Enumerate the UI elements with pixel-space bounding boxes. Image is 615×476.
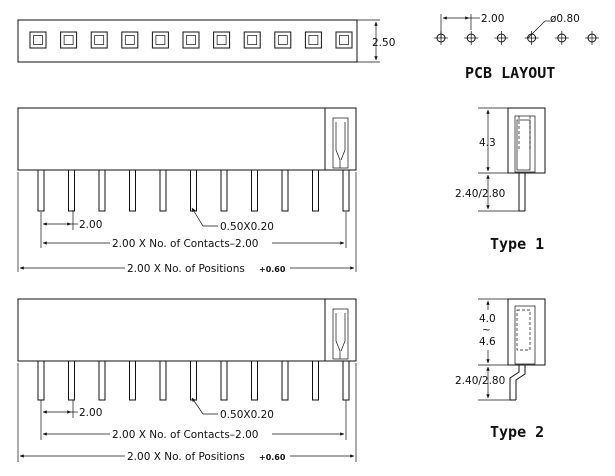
pin <box>159 170 167 212</box>
contact-opening <box>182 31 200 49</box>
pcb-holes <box>434 31 599 45</box>
pin <box>342 361 350 401</box>
contact-opening <box>29 31 47 49</box>
contact-openings <box>29 31 353 49</box>
pin <box>220 170 228 212</box>
type2-positions-dim: 2.00 X No. of Positions <box>127 451 245 463</box>
type1-positions-dim: 2.00 X No. of Positions <box>127 263 245 275</box>
pin <box>37 170 45 212</box>
pcb-layout: 2.00 ø0.80 PCB LAYOUT <box>434 13 599 82</box>
pin <box>312 170 319 212</box>
contact-opening <box>151 31 169 49</box>
top-view: 2.50 <box>17 19 395 63</box>
type1-contacts-dim: 2.00 X No. of Contacts–2.00 <box>112 238 258 250</box>
pin <box>190 361 197 401</box>
type1-tail-length: 2.40/2.80 <box>455 188 505 200</box>
type2-positions-tol: +0.60 <box>259 453 286 462</box>
pin <box>312 361 319 401</box>
type1-positions-tol: +0.60 <box>259 265 286 274</box>
contact-opening <box>213 31 231 49</box>
pcb-pitch-dim: 2.00 <box>481 13 504 25</box>
type2-body-height-min: 4.0 <box>479 313 496 325</box>
pin <box>159 361 167 401</box>
pin <box>281 170 289 212</box>
top-view-height-dim: 2.50 <box>372 37 395 49</box>
pin <box>190 170 197 212</box>
type1-body-height: 4.3 <box>479 137 496 149</box>
type2-side-body <box>507 298 546 366</box>
type2-body <box>17 298 357 362</box>
pin <box>281 361 289 401</box>
type2-tail-length: 2.40/2.80 <box>455 375 505 387</box>
contact-opening <box>90 31 108 49</box>
side-view-type1: 4.3 2.40/2.80 Type 1 <box>455 107 546 253</box>
pin <box>220 361 228 401</box>
pin <box>98 170 106 212</box>
pin <box>68 361 75 401</box>
pin <box>129 361 136 401</box>
side-view-type2: 4.0 ~ 4.6 2.40/2.80 Type 2 <box>455 298 546 441</box>
top-view-body <box>17 19 358 63</box>
pin <box>129 170 136 212</box>
contact-opening <box>121 31 139 49</box>
type2-pitch-dim: 2.00 <box>79 407 102 419</box>
pin <box>98 361 106 401</box>
contact-opening <box>243 31 261 49</box>
pcb-hole-dim: ø0.80 <box>550 13 580 25</box>
type2-title: Type 2 <box>490 423 544 441</box>
type1-body <box>17 107 357 171</box>
front-view-type2: 2.00 0.50X0.20 2.00 X No. of Contacts–2.… <box>17 298 357 463</box>
contact-opening <box>304 31 322 49</box>
type2-body-height-max: 4.6 <box>479 336 496 348</box>
type1-side-body <box>507 107 546 174</box>
contact-opening <box>335 31 353 49</box>
pin <box>68 170 75 212</box>
pin <box>342 170 350 212</box>
pin <box>251 361 258 401</box>
type1-pitch-dim: 2.00 <box>79 219 102 231</box>
type1-pin-dim: 0.50X0.20 <box>220 221 274 233</box>
type2-body-height-sep: ~ <box>482 324 491 336</box>
type2-section <box>324 298 357 362</box>
pin <box>37 361 45 401</box>
type2-pins <box>37 361 350 401</box>
front-view-type1: 2.00 0.50X0.20 2.00 X No. of Contacts–2.… <box>17 107 357 275</box>
type1-pins <box>37 170 350 212</box>
type2-pin-dim: 0.50X0.20 <box>220 409 274 421</box>
pin <box>251 170 258 212</box>
pcb-layout-title: PCB LAYOUT <box>465 64 555 82</box>
contact-opening <box>60 31 78 49</box>
type2-contacts-dim: 2.00 X No. of Contacts–2.00 <box>112 429 258 441</box>
type1-title: Type 1 <box>490 235 544 253</box>
contact-opening <box>274 31 292 49</box>
type1-section <box>324 107 357 171</box>
